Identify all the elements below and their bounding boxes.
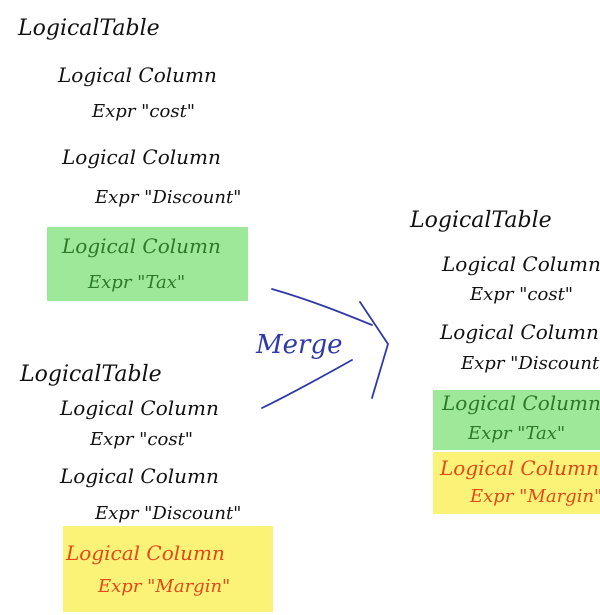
left-top-column-1-expr: Expr "cost" <box>92 101 196 122</box>
right-column-1-expr: Expr "cost" <box>470 284 574 305</box>
left-bottom-column-2-expr: Expr "Discount" <box>95 503 242 524</box>
margin-column-highlight-left <box>63 526 273 612</box>
left-bottom-column-1-expr: Expr "cost" <box>90 429 194 450</box>
left-top-column-2-expr: Expr "Discount" <box>95 187 242 208</box>
right-column-1-label: Logical Column <box>442 252 600 276</box>
left-bottom-column-1-label: Logical Column <box>60 396 219 420</box>
left-bottom-table-title: LogicalTable <box>20 362 162 387</box>
right-table-title: LogicalTable <box>410 208 552 233</box>
right-column-2-expr: Expr "Discount" <box>461 353 600 374</box>
tax-column-highlight-right <box>433 390 600 450</box>
right-column-4-expr: Expr "Margin" <box>470 486 600 507</box>
left-top-column-2-label: Logical Column <box>62 145 221 169</box>
right-column-3-expr: Expr "Tax" <box>468 423 566 444</box>
tax-column-highlight-left <box>47 227 248 301</box>
left-bottom-column-3-label: Logical Column <box>66 541 225 565</box>
left-top-column-3-expr: Expr "Tax" <box>88 272 186 293</box>
left-top-column-3-label: Logical Column <box>62 234 221 258</box>
right-column-2-label: Logical Column <box>440 320 599 344</box>
left-bottom-column-2-label: Logical Column <box>60 464 219 488</box>
margin-column-highlight-right <box>433 452 600 514</box>
left-top-table-title: LogicalTable <box>18 16 160 41</box>
left-bottom-column-3-expr: Expr "Margin" <box>98 576 231 597</box>
right-column-3-label: Logical Column <box>442 391 600 415</box>
merge-label: Merge <box>256 330 343 360</box>
right-column-4-label: Logical Column <box>440 456 599 480</box>
left-top-column-1-label: Logical Column <box>58 63 217 87</box>
